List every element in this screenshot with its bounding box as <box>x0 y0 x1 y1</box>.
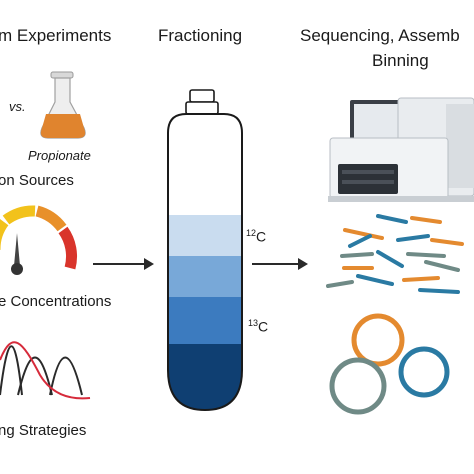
isotope-13-element: C <box>258 318 269 335</box>
strategies-label: ng Strategies <box>0 422 87 439</box>
carbon-sources-label: on Sources <box>0 172 74 189</box>
density-band-mid-heavy <box>168 297 242 344</box>
centrifuge-tube <box>167 89 243 412</box>
flask-icon <box>40 71 86 139</box>
bin-orange <box>351 313 405 367</box>
bin-teal <box>398 346 450 398</box>
density-band-mid-light <box>168 256 242 297</box>
heading-experiments: m Experiments <box>0 26 112 45</box>
heading-fractioning: Fractioning <box>158 26 243 45</box>
isotope-12-mass: 12 <box>246 228 257 238</box>
vs-label: vs. <box>9 99 26 114</box>
sequencer-icon <box>328 97 474 202</box>
isotope-13-mass: 13 <box>248 318 259 328</box>
arrow-to-fractioning <box>93 258 154 270</box>
bin-gray <box>329 357 387 415</box>
tube-cap-icon <box>189 89 215 103</box>
reads-icon <box>326 214 464 294</box>
isotope-12-element: C <box>256 228 267 245</box>
arrow-to-sequencing <box>252 258 308 270</box>
heading-sequencing: Sequencing, Assemb <box>300 26 460 45</box>
bins-icon <box>329 313 450 415</box>
concentrations-label: e Concentrations <box>0 293 112 310</box>
isotope-12c-label: 12C <box>246 228 266 245</box>
density-band-heavy <box>168 344 242 410</box>
isotope-13c-label: 13C <box>248 318 268 335</box>
curves-icon <box>0 341 91 400</box>
density-band-light <box>168 215 242 256</box>
gauge-icon <box>0 205 77 275</box>
heading-binning: Binning <box>372 51 429 70</box>
propionate-label: Propionate <box>28 148 91 163</box>
